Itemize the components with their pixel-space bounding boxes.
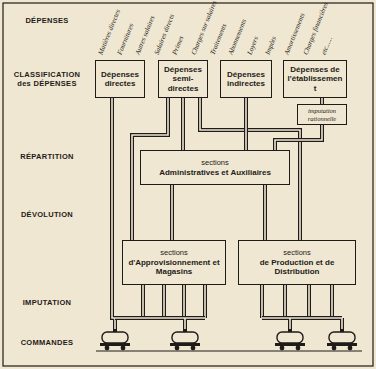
pipe-connector [265, 185, 266, 240]
expense-label: Primes [171, 35, 186, 56]
expense-label: Loyers [245, 35, 260, 56]
expense-label: Fournitures [115, 22, 135, 56]
expense-label: Traitements [208, 22, 228, 56]
section-box: sectionsAdministratives et Auxiliaires [140, 150, 290, 185]
box-label: de Production et de Distribution [242, 258, 352, 277]
wagon-icon [275, 329, 305, 350]
box-label: Dépenses de l'établissement [287, 65, 343, 94]
expense-label: Abonnements [227, 18, 249, 56]
expense-box: Dépenses indirectes [220, 60, 272, 98]
box-label: imputation rationnelle [301, 107, 343, 122]
imputation-pipe [184, 285, 185, 318]
pipe-connector [246, 98, 247, 150]
pipe-connector [183, 98, 184, 150]
expense-box: Dépenses directes [95, 60, 145, 98]
order-pipe [115, 318, 205, 329]
expense-box: Dépenses semi-directes [158, 60, 208, 98]
stage-label: CLASSIFICATION des DÉPENSES [6, 70, 88, 88]
box-label: d'Approvisionnement et Magasins [126, 258, 222, 277]
imputation-pipe [332, 285, 333, 318]
stage-label: IMPUTATION [6, 298, 88, 307]
box-label: Dépenses directes [99, 70, 141, 89]
box-heading: sections [201, 158, 229, 168]
rail-line [96, 351, 362, 352]
stage-label: COMMANDES [6, 338, 88, 347]
imputation-pipe [309, 285, 310, 318]
imputation-pipe [205, 285, 206, 318]
pipe-connector [172, 185, 173, 240]
section-box: sectionsd'Approvisionnement et Magasins [122, 240, 226, 285]
stage-label: DÉVOLUTION [6, 210, 88, 219]
expense-box: Dépenses de l'établissement [283, 60, 347, 98]
box-label: Administratives et Auxiliaires [159, 168, 271, 178]
box-label: Dépenses indirectes [224, 70, 268, 89]
imputation-pipe [143, 285, 144, 318]
stage-label: RÉPARTITION [6, 152, 88, 161]
imputation-pipe [262, 285, 263, 318]
stage-label: DÉPENSES [6, 16, 88, 25]
wagon-icon [100, 329, 130, 350]
wagon-icon [170, 329, 200, 350]
frame [3, 3, 373, 366]
imputation-pipe [164, 285, 165, 318]
box-heading: sections [160, 248, 188, 258]
box-label: Dépenses semi-directes [162, 65, 204, 94]
imputation-pipes [112, 98, 342, 329]
box-heading: sections [283, 248, 311, 258]
connectors [132, 98, 322, 240]
wagon-icon [327, 329, 357, 350]
order-pipe [262, 318, 342, 329]
imputation-pipe [285, 285, 286, 318]
section-box: sectionsde Production et de Distribution [238, 240, 356, 285]
expense-label: Impôts [264, 35, 279, 56]
imputation-box: imputation rationnelle [297, 104, 347, 125]
pipe-connector [275, 125, 322, 150]
direct-pipe [112, 98, 115, 329]
expense-label: etc...... [320, 36, 334, 56]
